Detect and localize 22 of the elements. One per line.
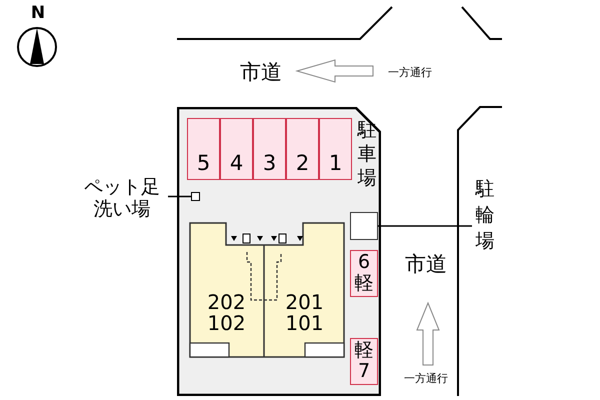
parking-space: 5 (187, 118, 220, 180)
one-way-label: 一方通行 (387, 64, 433, 80)
parking-space: 1 (319, 118, 352, 180)
leader-line (168, 196, 191, 198)
leader-line (378, 225, 472, 227)
site-lot (177, 107, 381, 396)
pet-wash-marker (191, 192, 200, 201)
facility-label: ペット足洗い場 (76, 176, 168, 222)
parking-space: 2 (286, 118, 319, 180)
one-way-label: 一方通行 (403, 370, 449, 386)
facility-label: 駐輪場 (472, 176, 498, 262)
parking-space: 4 (220, 118, 253, 180)
bicycle-parking-area (350, 212, 378, 240)
parking-space: 軽7 (350, 338, 378, 385)
apartment-building (189, 222, 345, 358)
road-name: 市道 (239, 59, 283, 86)
room-number: 201 101 (284, 292, 325, 334)
compass-north-label: N (30, 3, 46, 23)
parking-space: 3 (253, 118, 286, 180)
room-number: 202 102 (206, 292, 247, 334)
road-name: 市道 (404, 251, 448, 278)
parking-space: 6軽 (350, 250, 378, 297)
